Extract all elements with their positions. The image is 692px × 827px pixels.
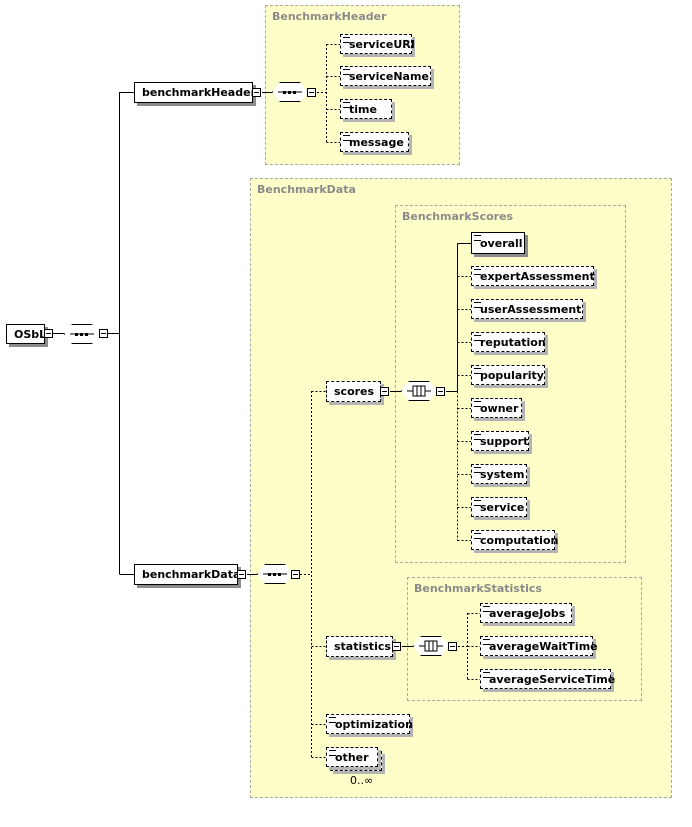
scores-all-collapse-toggle[interactable] — [436, 387, 445, 396]
other-occurrence-label: 0..∞ — [350, 774, 374, 787]
element-label: system — [480, 467, 525, 481]
average-service-time-element[interactable]: averageServiceTime — [480, 669, 615, 689]
system-element[interactable]: system — [471, 464, 527, 484]
element-label: popularity — [480, 368, 544, 382]
optimization-element[interactable]: optimization — [326, 714, 413, 734]
scores-label: scores — [334, 385, 375, 398]
root-element-label: OSbL — [14, 327, 47, 341]
element-label: serviceURI — [349, 37, 415, 51]
benchmark-data-collapse-toggle[interactable] — [237, 570, 246, 579]
support-element[interactable]: support — [471, 431, 529, 451]
benchmark-header-label: benchmarkHeader — [142, 86, 256, 99]
root-element-osbl[interactable]: OSbL — [6, 324, 47, 344]
user-assessment-element[interactable]: userAssessment — [471, 299, 583, 319]
computation-element[interactable]: computation — [471, 530, 559, 550]
element-label: owner — [480, 401, 519, 415]
average-wait-time-element[interactable]: averageWaitTime — [480, 636, 598, 656]
expert-assessment-element[interactable]: expertAssessment — [471, 266, 595, 286]
scores-collapse-toggle[interactable] — [380, 387, 389, 396]
overall-element[interactable]: overall — [471, 232, 525, 254]
all-compositor-icon — [402, 382, 436, 400]
benchmark-header-collapse-toggle[interactable] — [252, 88, 261, 97]
sequence-icon — [258, 565, 292, 583]
element-label: serviceName — [349, 69, 429, 83]
element-label: optimization — [335, 717, 413, 731]
other-element[interactable]: other — [326, 747, 378, 767]
element-label: reputation — [480, 335, 546, 349]
element-label: other — [335, 750, 369, 764]
average-jobs-element[interactable]: averageJobs — [480, 603, 572, 623]
reputation-element[interactable]: reputation — [471, 332, 546, 352]
time-element[interactable]: time — [340, 99, 392, 119]
owner-element[interactable]: owner — [471, 398, 522, 418]
element-label: expertAssessment — [480, 269, 595, 283]
statistics-label: statistics — [334, 640, 391, 653]
sequence-icon — [65, 325, 99, 343]
statistics-element[interactable]: statistics — [326, 636, 393, 657]
message-element[interactable]: message — [340, 132, 409, 152]
service-uri-element[interactable]: serviceURI — [340, 34, 415, 54]
benchmark-data-label: benchmarkData — [142, 568, 241, 581]
statistics-all-collapse-toggle[interactable] — [448, 642, 457, 651]
statistics-collapse-toggle[interactable] — [392, 642, 401, 651]
element-label: computation — [480, 533, 559, 547]
element-label: overall — [480, 236, 523, 250]
root-sequence-collapse-toggle[interactable] — [99, 329, 108, 338]
element-label: support — [480, 434, 529, 448]
element-label: message — [349, 135, 404, 149]
element-label: service — [480, 500, 525, 514]
root-collapse-toggle[interactable] — [44, 329, 53, 338]
benchmark-scores-type-title: BenchmarkScores — [402, 210, 514, 223]
sequence-icon — [273, 83, 307, 101]
data-sequence-collapse-toggle[interactable] — [291, 570, 300, 579]
service-element[interactable]: service — [471, 497, 527, 517]
benchmark-header-type-title: BenchmarkHeader — [272, 10, 387, 23]
service-name-element[interactable]: serviceName — [340, 66, 431, 86]
element-label: time — [349, 102, 377, 116]
element-label: userAssessment — [480, 302, 582, 316]
popularity-element[interactable]: popularity — [471, 365, 545, 385]
statistics-all-compositor — [413, 636, 449, 656]
benchmark-header-element[interactable]: benchmarkHeader — [134, 82, 256, 103]
header-sequence-collapse-toggle[interactable] — [307, 88, 316, 97]
element-label: averageServiceTime — [489, 672, 616, 686]
scores-element[interactable]: scores — [326, 381, 381, 402]
benchmark-data-type-title: BenchmarkData — [257, 183, 356, 196]
element-label: averageWaitTime — [489, 639, 598, 653]
element-label: averageJobs — [489, 606, 566, 620]
benchmark-statistics-type-title: BenchmarkStatistics — [414, 582, 542, 595]
benchmark-data-element[interactable]: benchmarkData — [134, 564, 241, 585]
all-compositor-icon — [414, 637, 448, 655]
